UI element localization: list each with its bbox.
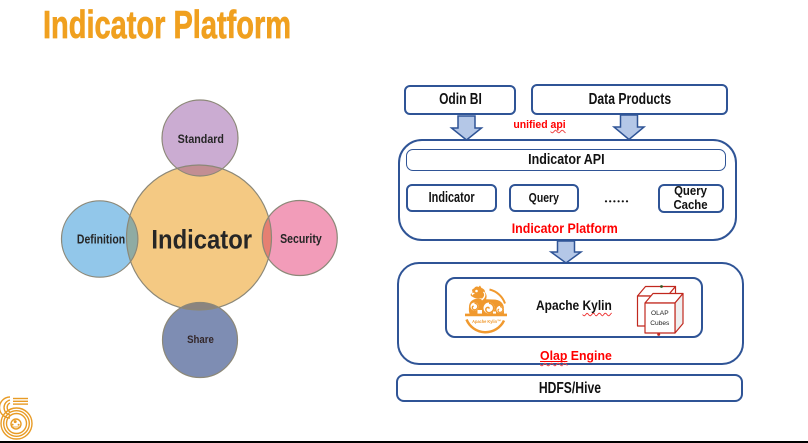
svg-text:Share: Share — [187, 335, 214, 347]
svg-text:Definition: Definition — [77, 234, 125, 247]
svg-text:Indicator: Indicator — [151, 225, 252, 254]
svg-text:Apache Kylin™: Apache Kylin™ — [472, 319, 501, 324]
svg-text:Standard: Standard — [178, 133, 224, 146]
svg-text:OLAP: OLAP — [651, 310, 669, 317]
svg-text:Cubes: Cubes — [650, 320, 670, 327]
svg-text:Security: Security — [280, 233, 322, 246]
